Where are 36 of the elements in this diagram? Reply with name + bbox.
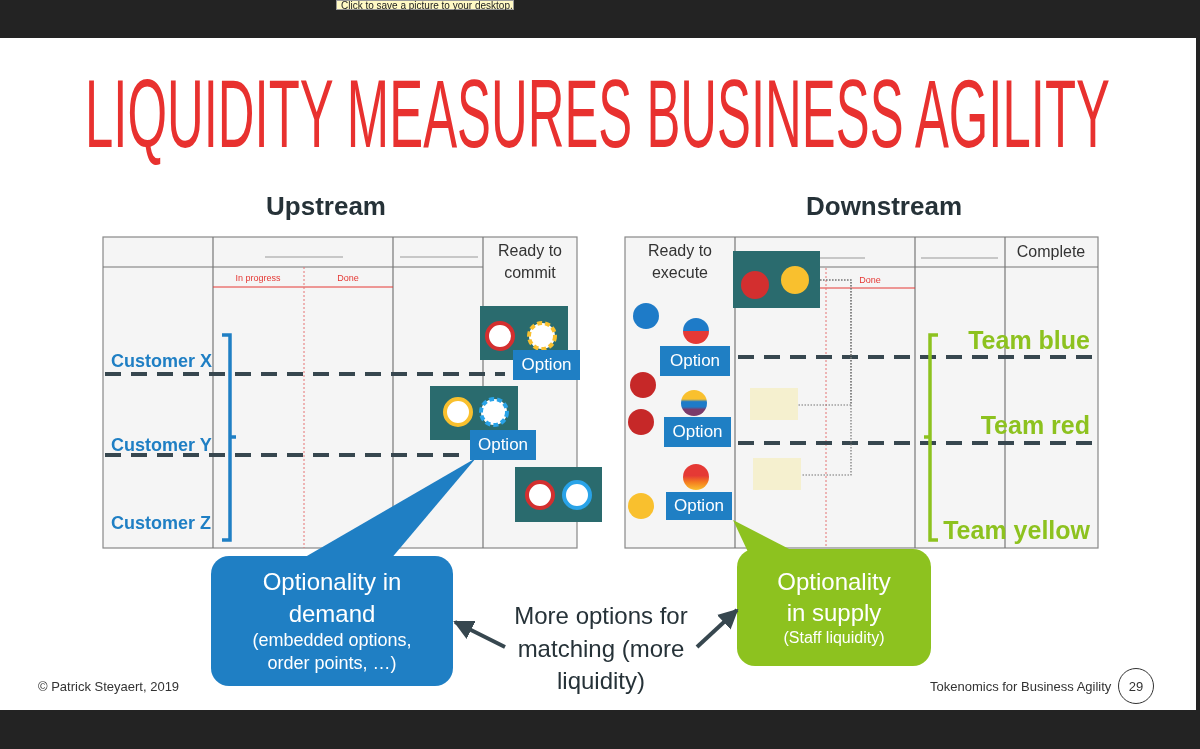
column-header: Ready to execute <box>646 240 713 283</box>
subcolumn-header: Done <box>336 272 360 285</box>
column-header: Complete <box>1015 241 1087 262</box>
sticky-note <box>750 388 798 420</box>
option-tag: Option <box>513 350 580 380</box>
lane-label: Team yellow <box>942 515 1090 545</box>
arrow <box>695 608 739 649</box>
column-header: Ready to commit <box>496 240 563 283</box>
footer-text: © Patrick Steyaert, 2019 <box>38 677 181 695</box>
callout-text: (embedded options, order points, …) <box>251 628 413 676</box>
callout-heading: Optionality in supply <box>776 566 892 629</box>
callout-text: (Staff liquidity) <box>782 628 886 649</box>
lane-label: Customer X <box>111 350 214 372</box>
arrow <box>453 620 506 649</box>
option-tag: Option <box>666 492 732 520</box>
callout-bubble <box>733 520 931 666</box>
section-heading: Upstream <box>265 190 387 222</box>
lane-label: Team blue <box>967 325 1090 355</box>
token-card <box>733 251 820 308</box>
option-tag: Option <box>660 346 730 376</box>
sticky-note <box>753 458 801 490</box>
lane-label: Customer Z <box>111 512 212 534</box>
section-heading: Downstream <box>804 190 963 222</box>
token-card <box>430 386 518 440</box>
callout-bubble <box>211 458 476 686</box>
subcolumn-header: In progress <box>234 272 282 285</box>
option-tag: Option <box>664 417 731 447</box>
token-card <box>515 467 602 522</box>
option-tag: Option <box>470 430 536 460</box>
annotation-text: More options for matching (more liquidity) <box>505 598 697 700</box>
tooltip: Click to save a picture to your desktop. <box>336 0 514 10</box>
footer-text: Tokenomics for Business Agility <box>930 677 1113 695</box>
callout-heading: Optionality in demand <box>261 567 403 629</box>
subcolumn-header: Done <box>858 274 882 287</box>
lane-label: Customer Y <box>111 434 213 456</box>
lane-label: Team red <box>979 410 1090 440</box>
